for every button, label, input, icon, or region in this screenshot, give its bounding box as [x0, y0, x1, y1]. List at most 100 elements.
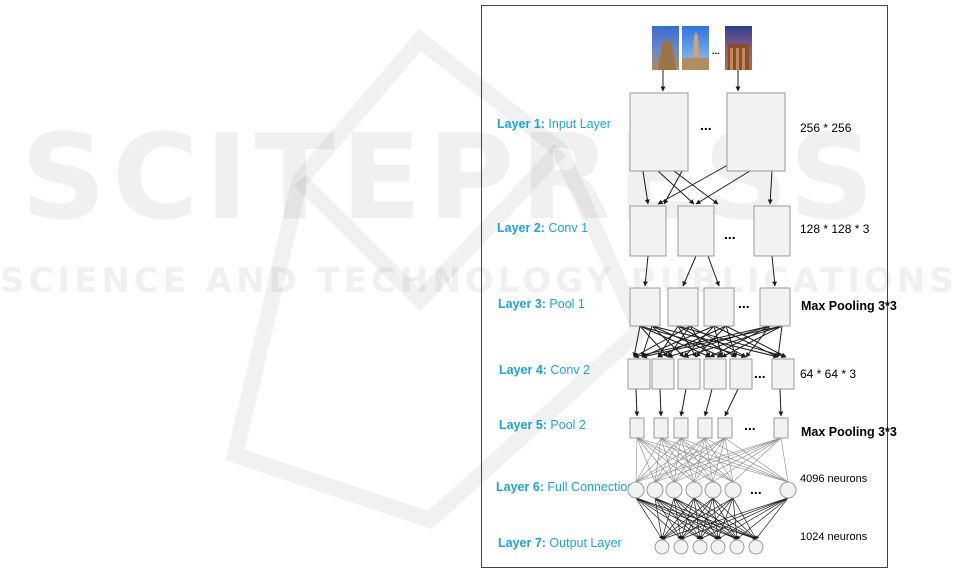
layer-number: Layer 2:: [497, 221, 545, 235]
input-map-right: [726, 92, 786, 172]
input-image-temple-photo: [725, 26, 752, 70]
arrow-fc-to-output-40: [717, 497, 789, 540]
layer-label-2: Layer 2: Conv 1: [497, 221, 588, 235]
layer-spec-6: 4096 neurons: [800, 473, 868, 485]
arrow-conv2-to-pool2-4: [703, 388, 713, 417]
dense-edge-pool2-to-fc-2: [636, 437, 656, 483]
input-map-left: [629, 92, 689, 172]
pool2-map-4: [697, 417, 713, 439]
arrow-conv1-to-pool1-2: [682, 255, 697, 287]
arrow-conv2-to-pool2-2: [658, 388, 664, 417]
output-neuron-5: [729, 539, 745, 555]
layer-name: Conv 2: [547, 363, 590, 377]
arrow-fc-to-output-7: [654, 497, 664, 540]
dense-edge-pool2-to-fc-21: [680, 437, 789, 483]
output-neuron-2: [673, 539, 689, 555]
pool1-map-4: [759, 287, 791, 327]
arrow-conv1-to-pool1-3: [707, 255, 720, 287]
arrow-fc-to-output-10: [654, 497, 719, 540]
conv2-map-6: [771, 358, 795, 390]
layer-name: Pool 2: [547, 418, 586, 432]
arrow-fc-to-output-28: [712, 497, 720, 540]
dense-edge-pool2-to-fc-31: [673, 437, 726, 483]
arrow-fc-to-output-31: [661, 497, 734, 540]
pool2-map-5: [717, 417, 733, 439]
layer-number: Layer 4:: [499, 363, 547, 377]
fc-neuron-4: [685, 481, 703, 499]
arrow-conv2-to-pool2-1: [634, 388, 640, 417]
arrow-conv1-to-pool1-1: [642, 255, 649, 287]
layer-name: Pool 1: [546, 297, 585, 311]
dense-edge-pool2-to-fc-39: [693, 437, 782, 483]
dense-edge-pool2-to-fc-5: [636, 437, 714, 483]
conv1-map-1: [629, 205, 667, 257]
watermark-subtitle: SCIENCE AND TECHNOLOGY PUBLICATIONS: [0, 261, 958, 301]
fc-neuron-1: [627, 481, 645, 499]
dense-edge-pool2-to-fc-14: [660, 437, 789, 483]
layer-spec-7: 1024 neurons: [800, 531, 868, 543]
arrow-input-to-conv1-7: [663, 170, 683, 205]
arrow-pool1-to-conv2-22: [725, 325, 737, 358]
arrow-input-to-conv1-6: [767, 170, 773, 205]
arrow-conv1-to-pool1-4: [771, 255, 778, 287]
arrow-pool1-to-conv2-30: [776, 325, 783, 358]
dense-edge-pool2-to-fc-10: [660, 437, 675, 483]
input-image-sphinx-photo: [652, 26, 679, 70]
layer-number: Layer 6:: [496, 480, 544, 494]
layer-units: ..................: [627, 92, 797, 555]
arrow-pool1-to-conv2-32: [683, 325, 783, 359]
dense-edge-pool2-to-fc-33: [712, 437, 726, 483]
arrow-fc-to-output-32: [680, 497, 734, 540]
layer4-ellipsis: ...: [754, 365, 766, 381]
arrow-fc-to-output-17: [673, 497, 738, 540]
layer6-ellipsis: ...: [750, 481, 762, 497]
arrow-pool1-to-conv2-20: [641, 325, 715, 358]
fc-neuron-7: [779, 481, 797, 499]
layer-label-4: Layer 4: Conv 2: [499, 363, 590, 377]
output-neuron-6: [748, 539, 764, 555]
layer-name: Conv 1: [545, 221, 588, 235]
layer-spec-2: 128 * 128 * 3: [800, 222, 870, 236]
arrow-pool1-to-conv2-11: [677, 325, 737, 358]
watermark-seal: [225, 28, 650, 530]
arrow-fc-to-output-14: [673, 497, 683, 540]
arrow-fc-to-output-39: [699, 497, 789, 540]
dense-edge-pool2-to-fc-37: [654, 437, 782, 483]
dense-edge-pool2-to-fc-12: [660, 437, 714, 483]
arrow-pool1-to-conv2-24: [657, 325, 727, 358]
arrow-pool1-to-conv2-16: [633, 325, 691, 358]
dense-edge-pool2-to-fc-41: [732, 437, 782, 483]
arrow-fc-to-output-16: [673, 497, 719, 540]
dense-edge-pool2-to-fc-22: [635, 437, 706, 483]
dense-edge-pool2-to-fc-40: [712, 437, 782, 483]
conv2-map-5: [729, 358, 753, 390]
conv1-map-3: [753, 205, 791, 257]
layer-number: Layer 3:: [498, 297, 546, 311]
layer-number: Layer 1:: [497, 117, 545, 131]
dense-edge-pool2-to-fc-35: [724, 437, 789, 483]
arrow-fc-to-output-13: [661, 497, 675, 540]
fc-neuron-2: [646, 481, 664, 499]
layer3-ellipsis: ...: [738, 295, 750, 311]
arrow-fc-to-output-37: [661, 497, 789, 540]
arrow-fc-to-output-38: [680, 497, 789, 540]
dense-edge-pool2-to-fc-38: [673, 437, 782, 483]
pool1-map-1: [629, 287, 661, 327]
dense-edge-pool2-to-fc-9: [654, 437, 662, 483]
fc-neuron-3: [665, 481, 683, 499]
layer-name: Full Connection: [544, 480, 634, 494]
arrow-fc-to-output-19: [661, 497, 695, 540]
layer-label-1: Layer 1: Input Layer: [497, 117, 611, 131]
layer1-ellipsis: ...: [700, 117, 712, 133]
dense-edge-pool2-to-fc-7: [636, 437, 789, 483]
dense-edge-pool2-to-fc-8: [635, 437, 662, 483]
arrow-pool1-to-conv2-5: [641, 325, 653, 358]
arrow-pool1-to-conv2-23: [725, 325, 787, 358]
arrow-pool1-to-conv2-9: [657, 325, 679, 358]
arrow-conv2-to-pool2-5: [724, 388, 739, 417]
images-ellipsis: ...: [712, 46, 720, 56]
arrow-input-to-conv1-5: [695, 165, 759, 205]
arrow-pool1-to-conv2-17: [683, 325, 715, 358]
dense-edge-pool2-to-fc-15: [635, 437, 682, 483]
conv1-map-2: [677, 205, 715, 257]
